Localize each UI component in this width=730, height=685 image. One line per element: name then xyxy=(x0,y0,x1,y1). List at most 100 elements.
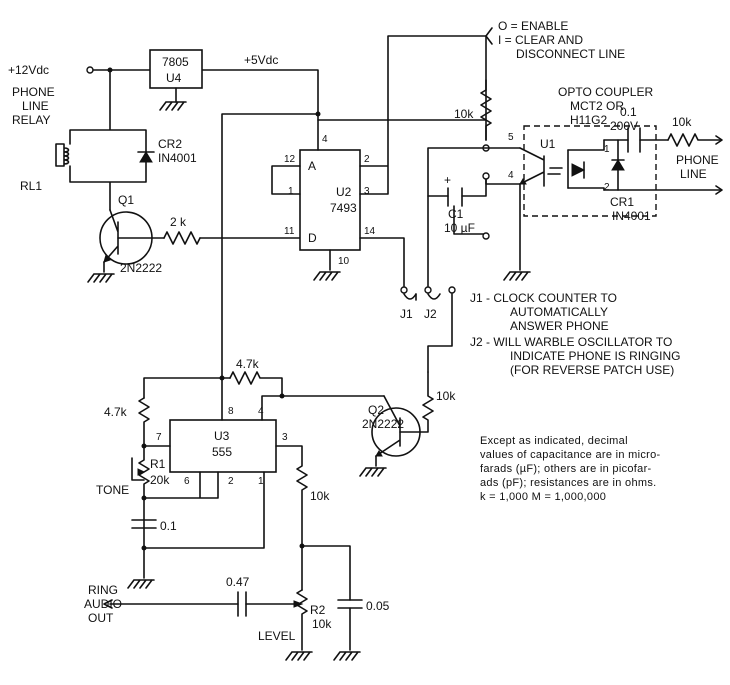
ring-out-label-1: RING xyxy=(88,583,118,597)
j2-terminal xyxy=(424,286,432,294)
relay-coil-icon xyxy=(55,143,70,167)
u2-ref: U2 xyxy=(336,185,352,199)
control-input: O = ENABLE I = CLEAR AND DISCONNECT LINE xyxy=(485,19,625,61)
ground-icon xyxy=(127,579,155,589)
relay-wires xyxy=(69,69,147,211)
u3-p2: 2 xyxy=(228,476,234,487)
j2-to-q2-wire xyxy=(427,293,453,373)
r47k-top-label: 4.7k xyxy=(236,357,260,371)
note-line-2: values of capacitance are in micro- xyxy=(480,449,661,461)
five-volt-bus xyxy=(221,113,319,379)
jumper-section: J1 J2 J1 - CLOCK COUNTER TO AUTOMATICALL… xyxy=(400,286,680,377)
resistor-q2-base-icon xyxy=(399,371,434,433)
note-line-4: ads (pF); resistances are in ohms. xyxy=(480,477,656,489)
u3-chip xyxy=(169,419,277,473)
r1-label: TONE xyxy=(96,483,129,497)
u2-p10: 10 xyxy=(338,256,350,267)
note-line-1: Except as indicated, decimal xyxy=(480,435,628,447)
j2-wire xyxy=(427,147,521,287)
capacitor-timing-icon xyxy=(131,519,157,529)
c1-plus: + xyxy=(444,173,451,187)
r1-value: 20k xyxy=(150,473,170,487)
q2-base-res: 10k xyxy=(436,389,456,403)
led-icon xyxy=(567,149,586,189)
junction-dot xyxy=(107,67,113,73)
phone-line-label-1: PHONE xyxy=(676,153,719,167)
opto-emitter-wire xyxy=(485,175,521,185)
q2-part: 2N2222 xyxy=(362,417,404,431)
cr1-part: IN4001 xyxy=(612,209,651,223)
u3-p1: 1 xyxy=(258,476,264,487)
c1-ref: C1 xyxy=(448,207,464,221)
j2-desc-2: INDICATE PHONE IS RINGING xyxy=(510,349,680,363)
q1-part: 2N2222 xyxy=(120,261,162,275)
supply-5v-label: +5Vdc xyxy=(244,53,278,67)
phototransistor-icon xyxy=(519,147,563,187)
resistor-10k-out-icon xyxy=(275,445,308,547)
pot-r1-wiper xyxy=(131,457,145,481)
c-timing-label: 0.1 xyxy=(160,519,177,533)
opto-label-1: OPTO COUPLER xyxy=(558,85,653,99)
u3-threshold-wires xyxy=(143,471,219,499)
control-label-3: DISCONNECT LINE xyxy=(516,47,625,61)
u3-ref: U3 xyxy=(214,429,230,443)
j2-label: J2 xyxy=(424,307,437,321)
regulator-ref: U4 xyxy=(166,71,182,85)
ground-icon xyxy=(333,651,361,661)
component-note: Except as indicated, decimal values of c… xyxy=(480,435,661,503)
capacitor-line-icon xyxy=(627,127,641,153)
u3-vcc-wires xyxy=(143,377,231,421)
phone-line-arrow-icon xyxy=(715,185,723,195)
j1-desc-2: AUTOMATICALLY xyxy=(510,305,608,319)
opto-terminal xyxy=(482,172,490,180)
q2-emitter-arrow xyxy=(375,450,383,457)
ground-icon xyxy=(159,101,187,111)
u2-p4: 4 xyxy=(322,134,328,145)
opto-ref: U1 xyxy=(540,137,556,151)
u2-counter: A U2 7493 D 12 1 4 2 3 11 14 10 xyxy=(271,35,487,287)
opto-label-2: MCT2 OR xyxy=(570,99,624,113)
cap-line-res: 10k xyxy=(672,115,692,129)
ground-icon xyxy=(285,651,313,661)
q1-emitter-arrow xyxy=(103,253,111,263)
power-section: +12Vdc 7805 U4 +5Vdc xyxy=(8,35,487,379)
junction-dot xyxy=(141,495,147,501)
q2-section: Q2 2N2222 10k xyxy=(359,371,456,477)
phone-line-arrow-icon xyxy=(715,135,723,145)
output-section: 10k 0.05 R2 10k LEVEL 0.47 RING AUDIO OU… xyxy=(84,445,390,661)
u2-part: 7493 xyxy=(330,201,357,215)
control-label-1: O = ENABLE xyxy=(498,19,568,33)
control-arrow-icon xyxy=(485,27,493,45)
j1-label: J1 xyxy=(400,307,413,321)
cr2-part: IN4001 xyxy=(158,151,197,165)
pot-r2-icon xyxy=(296,589,308,651)
q1-ref: Q1 xyxy=(118,193,134,207)
opto-package xyxy=(523,125,657,217)
c-out-label: 0.47 xyxy=(226,575,250,589)
output-node-wires xyxy=(301,545,351,601)
relay-label-2: LINE xyxy=(22,99,49,113)
j2-desc-3: (FOR REVERSE PATCH USE) xyxy=(510,363,674,377)
r1-ref: R1 xyxy=(150,457,166,471)
relay-label-3: RELAY xyxy=(12,113,50,127)
capacitor-out-icon xyxy=(237,591,247,617)
u3-p3: 3 xyxy=(282,432,288,443)
resistor-4-7k-left-icon xyxy=(138,397,171,447)
j2-terminal xyxy=(448,286,456,294)
j1-desc-3: ANSWER PHONE xyxy=(510,319,609,333)
opto-p4: 4 xyxy=(508,170,514,181)
u2-pin-a: A xyxy=(308,159,316,173)
relay-ref: RL1 xyxy=(20,179,42,193)
r10k-top-label: 10k xyxy=(454,107,474,121)
supply-12v-label: +12Vdc xyxy=(8,63,49,77)
jumper-links-icon xyxy=(403,293,441,300)
diode-cr2-icon xyxy=(137,151,155,163)
cap-line-value: 0.1 xyxy=(620,105,637,119)
phone-line-section: 0.1 200V 10k PHONE LINE CR1 IN4001 xyxy=(603,105,723,223)
q2-ref: Q2 xyxy=(368,403,384,417)
ground-icon xyxy=(87,273,115,283)
ground-icon xyxy=(503,271,531,281)
capacitor-c1-icon xyxy=(427,179,487,207)
u2-chip xyxy=(299,149,361,251)
